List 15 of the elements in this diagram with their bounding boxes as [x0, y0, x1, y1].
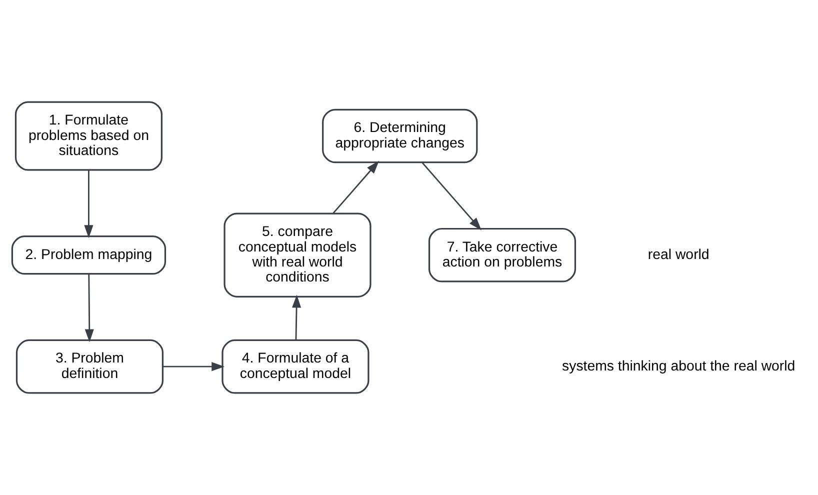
arrow: [292, 294, 302, 340]
node-box: 5. compare conceptual models with real world conditions: [224, 212, 372, 298]
arrow: [162, 362, 225, 372]
label: systems thinking about the real world: [562, 358, 796, 374]
node-box: 1. Formulate problems based on situations: [14, 101, 162, 171]
arrow: [84, 170, 94, 238]
node-box: 3. Problem definition: [16, 339, 164, 394]
node-box: 4. Formulate of a conceptual model: [222, 339, 370, 394]
node-box: 6. Determining appropriate changes: [322, 108, 478, 164]
arrow: [422, 162, 482, 230]
arrow: [84, 274, 94, 342]
node-box: 7. Take corrective action on problems: [428, 228, 576, 282]
node-box: 2. Problem mapping: [11, 236, 166, 275]
arrow: [332, 160, 380, 214]
label: real world: [648, 246, 710, 263]
